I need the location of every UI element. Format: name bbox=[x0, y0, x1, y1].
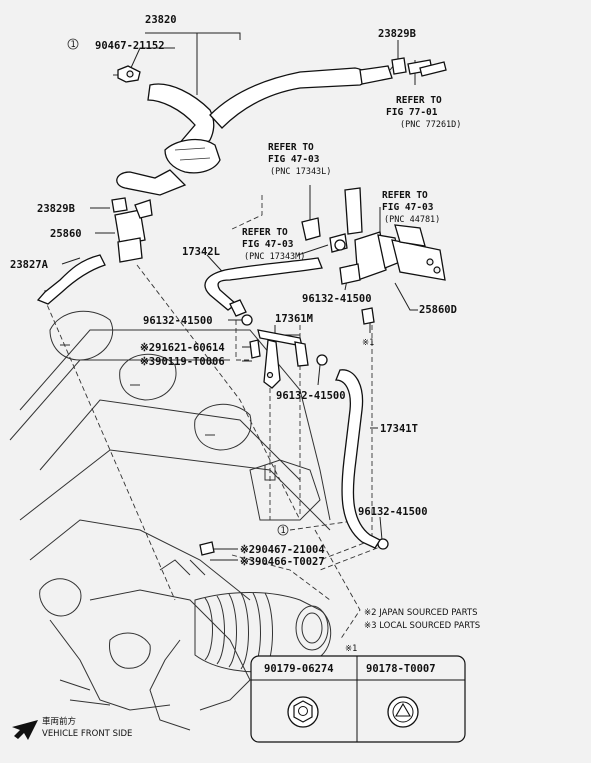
label-290467-21004: ※290467-21004 bbox=[240, 544, 325, 556]
clip-90467-21152 bbox=[117, 65, 141, 83]
bolt-291621-60614 bbox=[249, 339, 261, 359]
circle-one-marker-mid bbox=[277, 524, 289, 536]
refer-47a-line2: FIG 47-03 bbox=[268, 154, 320, 165]
label-23827a: 23827A bbox=[10, 259, 49, 271]
hex-nut-icon bbox=[287, 696, 319, 728]
label-96132-41500-b: 96132-41500 bbox=[302, 293, 372, 305]
refer-47c-line2: FIG 47-03 bbox=[242, 239, 294, 250]
refer-47b-line1: REFER TO bbox=[382, 190, 428, 201]
refer-47b-line3: (PNC 44781) bbox=[384, 215, 440, 225]
refer-47b-line2: FIG 47-03 bbox=[382, 202, 434, 213]
table-col2-part: 90178-T0007 bbox=[366, 663, 436, 675]
hose-17341t bbox=[335, 369, 381, 549]
legend: ※2 JAPAN SOURCED PARTS ※3 LOCAL SOURCED … bbox=[364, 608, 480, 631]
label-23829b-left: 23829B bbox=[37, 203, 75, 215]
front-label-jp: 車両前方 bbox=[42, 716, 76, 727]
refer-47a-line3: (PNC 17343L) bbox=[270, 167, 331, 177]
refer-47a-line1: REFER TO bbox=[268, 142, 314, 153]
refer-77-line1: REFER TO bbox=[396, 95, 442, 106]
label-390466-t0027: ※390466-T0027 bbox=[240, 556, 325, 568]
fastener-table: ※1 90179-06274 90178-T0007 bbox=[250, 644, 466, 743]
hose-23827a bbox=[36, 254, 106, 305]
label-25860d: 25860D bbox=[419, 304, 457, 316]
front-arrow-icon bbox=[12, 720, 38, 740]
label-23820: 23820 bbox=[145, 14, 177, 26]
bracket-17361m bbox=[257, 329, 309, 389]
label-17342l: 17342L bbox=[182, 246, 220, 258]
refer-pipes bbox=[301, 61, 447, 247]
label-25860: 25860 bbox=[50, 228, 82, 240]
table-note: ※1 bbox=[345, 644, 357, 654]
label-96132-41500-d: 96132-41500 bbox=[358, 506, 428, 518]
circle-one-marker-top bbox=[67, 38, 79, 50]
label-96132-41500-a: 96132-41500 bbox=[143, 315, 213, 327]
refer-77-line2: FIG 77-01 bbox=[386, 107, 438, 118]
legend-local: ※3 LOCAL SOURCED PARTS bbox=[364, 621, 480, 631]
label-90467-21152: 90467-21152 bbox=[95, 40, 165, 52]
label-96132-41500-c: 96132-41500 bbox=[276, 390, 346, 402]
label-23829b-top: 23829B bbox=[378, 28, 416, 40]
clamps-96132-41500 bbox=[241, 239, 389, 550]
engine-outline bbox=[9, 310, 332, 731]
hose-23820 bbox=[116, 65, 393, 196]
label-390119-t0006: ※390119-T0006 bbox=[140, 356, 225, 368]
refer-77-line3: (PNC 77261D) bbox=[400, 120, 461, 130]
legend-japan: ※2 JAPAN SOURCED PARTS bbox=[364, 608, 477, 618]
label-291621-60614: ※291621-60614 bbox=[140, 342, 225, 354]
flange-nut-icon bbox=[387, 696, 419, 728]
label-17341t: 17341T bbox=[380, 423, 418, 435]
callout-labels: 23820 1 90467-21152 23829B REFER TO FIG … bbox=[10, 14, 461, 568]
clip-290467-21004 bbox=[199, 541, 215, 556]
refer-47c-line3: (PNC 17343M) bbox=[244, 252, 305, 262]
front-label-en: VEHICLE FRONT SIDE bbox=[42, 729, 132, 739]
refer-47c-line1: REFER TO bbox=[242, 227, 288, 238]
hose-17342l bbox=[204, 257, 323, 317]
label-note-x1: ※1 bbox=[362, 338, 374, 348]
circle-one-text-top: 1 bbox=[71, 40, 76, 50]
label-17361m: 17361M bbox=[275, 313, 313, 325]
circle-one-text-mid: 1 bbox=[281, 526, 286, 536]
vsv-25860d bbox=[329, 187, 446, 325]
vehicle-front-indicator: 車両前方 VEHICLE FRONT SIDE bbox=[12, 716, 132, 740]
table-col1-part: 90179-06274 bbox=[264, 663, 334, 675]
vsv-25860 bbox=[111, 197, 153, 263]
